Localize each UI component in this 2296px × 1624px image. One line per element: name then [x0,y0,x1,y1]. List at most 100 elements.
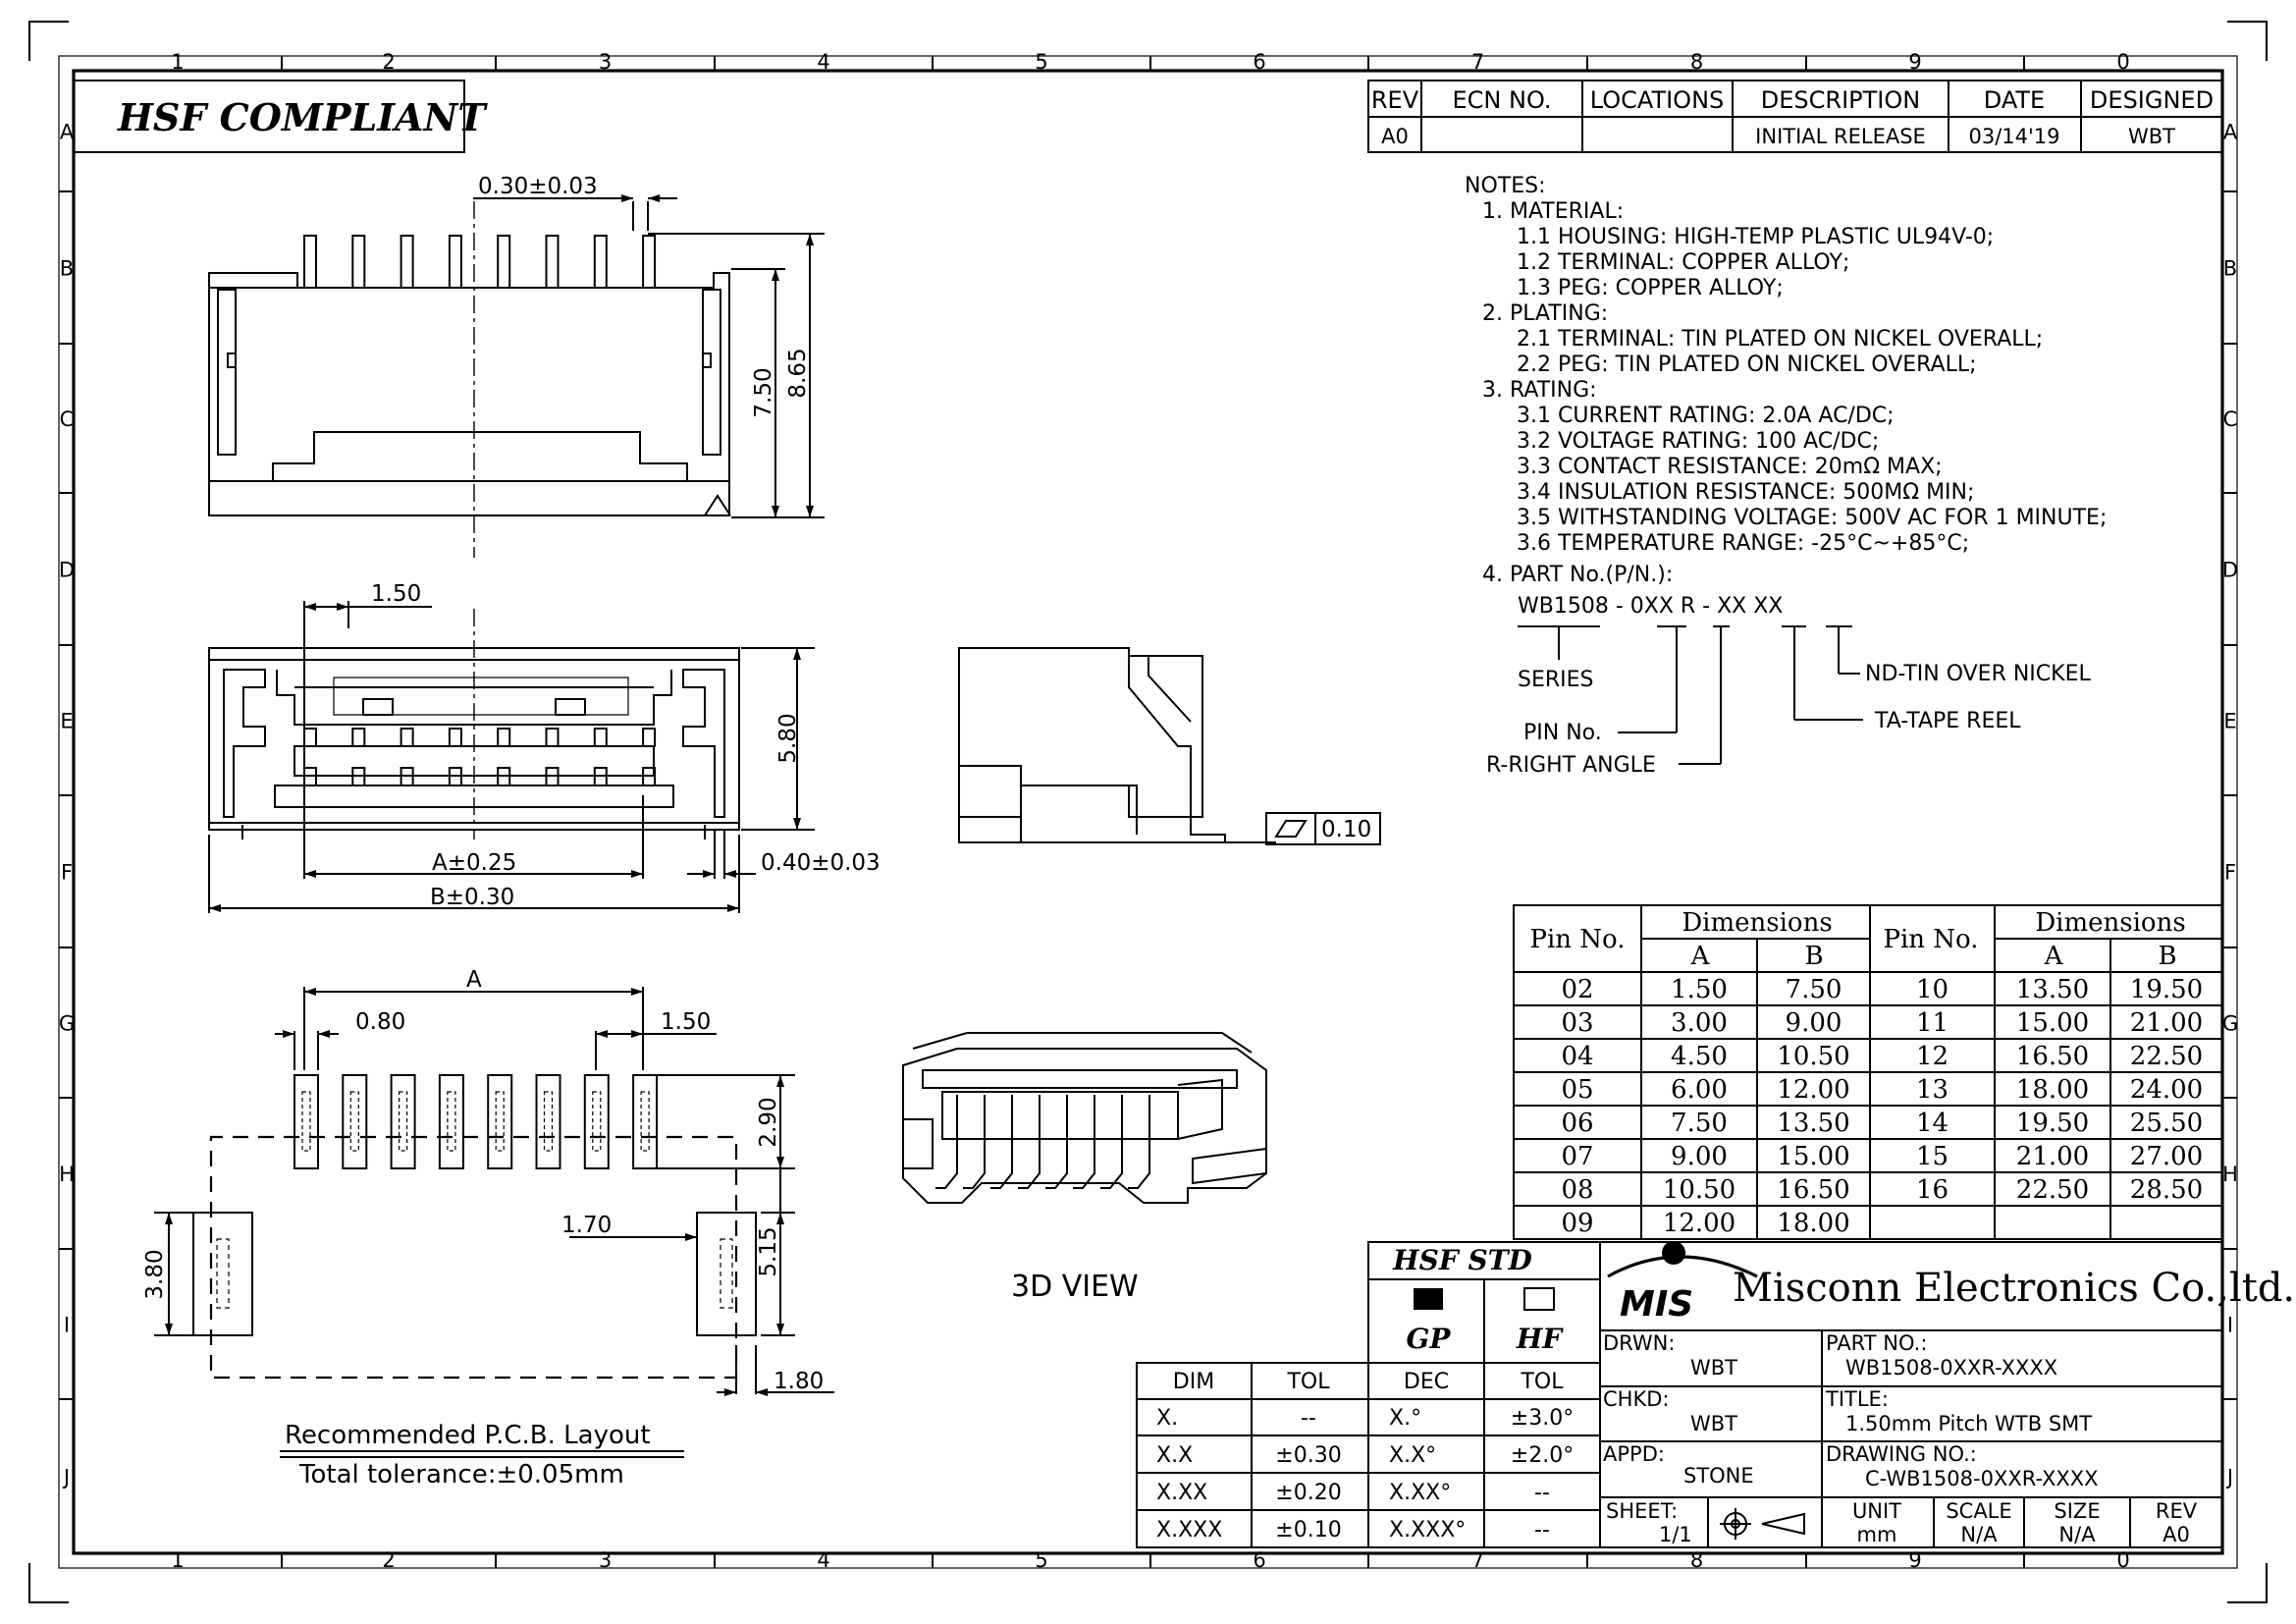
front-view [208,609,740,839]
signal-pad-outline [447,1091,456,1152]
col-b-right: B [2158,942,2176,971]
title-block: MIS Misconn Electronics Co.,ltd. DRWN: W… [1599,1241,2295,1548]
pad-length-dim: 2.90 [756,1097,781,1147]
signal-pad-outline [399,1091,408,1152]
sheet-value: 1/1 [1659,1523,1692,1546]
pin-header-left: Pin No. [1529,925,1625,954]
grid-column-label-bottom: 7 [1471,1548,1484,1572]
signal-pad [632,1074,659,1169]
col-b-left: B [1804,942,1823,971]
company-name: Misconn Electronics Co.,ltd. [1733,1266,2295,1311]
flatness-callout: 0.10 [1265,812,1381,845]
grid-row-label-right: A [2223,121,2238,144]
view-3d-label: 3D VIEW [1011,1270,1139,1304]
grid-column-label-top: 8 [1690,50,1703,74]
hsf-std-label: HSF STD [1392,1244,1532,1276]
height-580-dim: 5.80 [775,713,801,763]
grid-column-label-top: 9 [1908,50,1921,74]
grid-row-label-left: J [62,1466,70,1489]
grid-column-label-bottom: 6 [1253,1548,1265,1572]
pad-width-dim: 0.80 [355,1009,405,1035]
dim-table-left-cell: 13.50 [1777,1109,1849,1138]
grid-row-label-right: C [2223,407,2238,431]
grid-column-label-bottom: 0 [2116,1548,2129,1572]
note-line: 3.2 VOLTAGE RATING: 100 AC/DC; [1517,429,1879,454]
dim-table-right-cell: 22.50 [2130,1042,2203,1071]
dim-col-header: DIM [1173,1370,1214,1394]
dim-table-left-cell: 02 [1561,975,1593,1004]
grid-row-label-left: B [60,257,74,281]
front-view-pin-tail [400,767,414,786]
tol-row-value: -- [1301,1406,1316,1431]
top-view-pin [497,235,511,288]
unit-label: UNIT [1852,1499,1901,1523]
tol-col-header: TOL [1286,1370,1330,1394]
title-label: TITLE: [1825,1387,1889,1411]
note-line: 3.6 TEMPERATURE RANGE: -25°C~+85°C; [1517,531,1969,556]
angle-row-tol: -- [1534,1518,1550,1543]
dim-table-left-cell: 07 [1561,1142,1593,1171]
part-code: WB1508 - 0XX R - XX XX [1518,594,1783,619]
grid-column-label-top: 7 [1471,50,1484,74]
iso-pin [1073,1095,1095,1189]
dim-table-right-cell: 10 [1916,975,1949,1004]
grid-row-label-left: C [60,407,75,431]
side-view [958,647,1276,843]
dim-table-left-cell: 15.00 [1777,1142,1849,1171]
packing-label: TA-TAPE REEL [1874,709,2021,733]
pin-header-right: Pin No. [1883,925,1978,954]
dim-table-left-cell: 06 [1561,1109,1593,1138]
appd-label: APPD: [1603,1442,1665,1466]
grid-row-label-right: B [2223,257,2237,281]
dim-table-right-cell: 19.50 [2130,975,2203,1004]
dim-table-left-cell: 12.00 [1777,1075,1849,1105]
hsf-compliant-box [73,80,465,153]
signal-pad [390,1074,416,1169]
pcb-layout-title: Recommended P.C.B. Layout [285,1421,651,1450]
note-line: 4. PART No.(P/N.): [1482,563,1673,587]
signal-pad [583,1074,610,1169]
tolerance-table: DIM TOL X. -- X.X ±0.30 X.XX ±0.20 X.XXX… [1136,1362,1369,1548]
dim-table-left-cell: 4.50 [1671,1042,1728,1071]
gap-dim: 1.70 [561,1213,612,1238]
dim-table-right-cell: 18.00 [2016,1075,2089,1105]
grid-row-label-left: E [60,710,73,733]
scale-label: SCALE [1946,1499,2011,1523]
hsf-compliant-text: HSF COMPLIANT [117,95,488,139]
dec-col-header: DEC [1404,1370,1449,1394]
height-750-dim: 7.50 [751,367,776,417]
front-view-pin [593,728,608,747]
note-line: 2.1 TERMINAL: TIN PLATED ON NICKEL OVERA… [1517,327,2043,352]
grid-column-label-bottom: 5 [1035,1548,1047,1572]
dim-table-left-cell: 7.50 [1786,975,1842,1004]
iso-pin [1018,1095,1041,1189]
grid-row-label-right: D [2222,559,2238,582]
top-view-pin [351,235,366,288]
dim-table-left-cell: 10.50 [1663,1175,1735,1205]
grid-row-label-right: F [2224,861,2236,885]
grid-column-label-top: 5 [1035,50,1047,74]
appd-value: STONE [1683,1464,1754,1488]
signal-pad [294,1074,319,1169]
iso-pin [935,1095,958,1189]
peg-width-dim: 0.40±0.03 [761,850,881,876]
grid-column-label-bottom: 9 [1908,1548,1921,1572]
grid-row-label-right: J [2225,1466,2233,1489]
note-line: 1.2 TERMINAL: COPPER ALLOY; [1517,250,1849,275]
top-view-pin [642,235,657,288]
front-view-pin-tail [448,767,462,786]
dim-table-right-cell: 22.50 [2016,1175,2089,1205]
dim-table-left-cell: 9.00 [1671,1142,1728,1171]
note-line: 3.1 CURRENT RATING: 2.0A AC/DC; [1517,404,1895,428]
date-value: 03/14'19 [1968,125,2059,148]
tol-row-value: ±0.10 [1275,1518,1341,1543]
grid-row-label-right: H [2222,1163,2238,1186]
iso-pin [1045,1095,1068,1189]
chkd-label: CHKD: [1603,1387,1669,1411]
unit-value: mm [1857,1523,1897,1546]
iso-pin [963,1095,986,1189]
inner-border [72,69,2224,1555]
sheet-corner-marks [28,21,2268,1603]
height-865-dim: 8.65 [785,348,811,398]
